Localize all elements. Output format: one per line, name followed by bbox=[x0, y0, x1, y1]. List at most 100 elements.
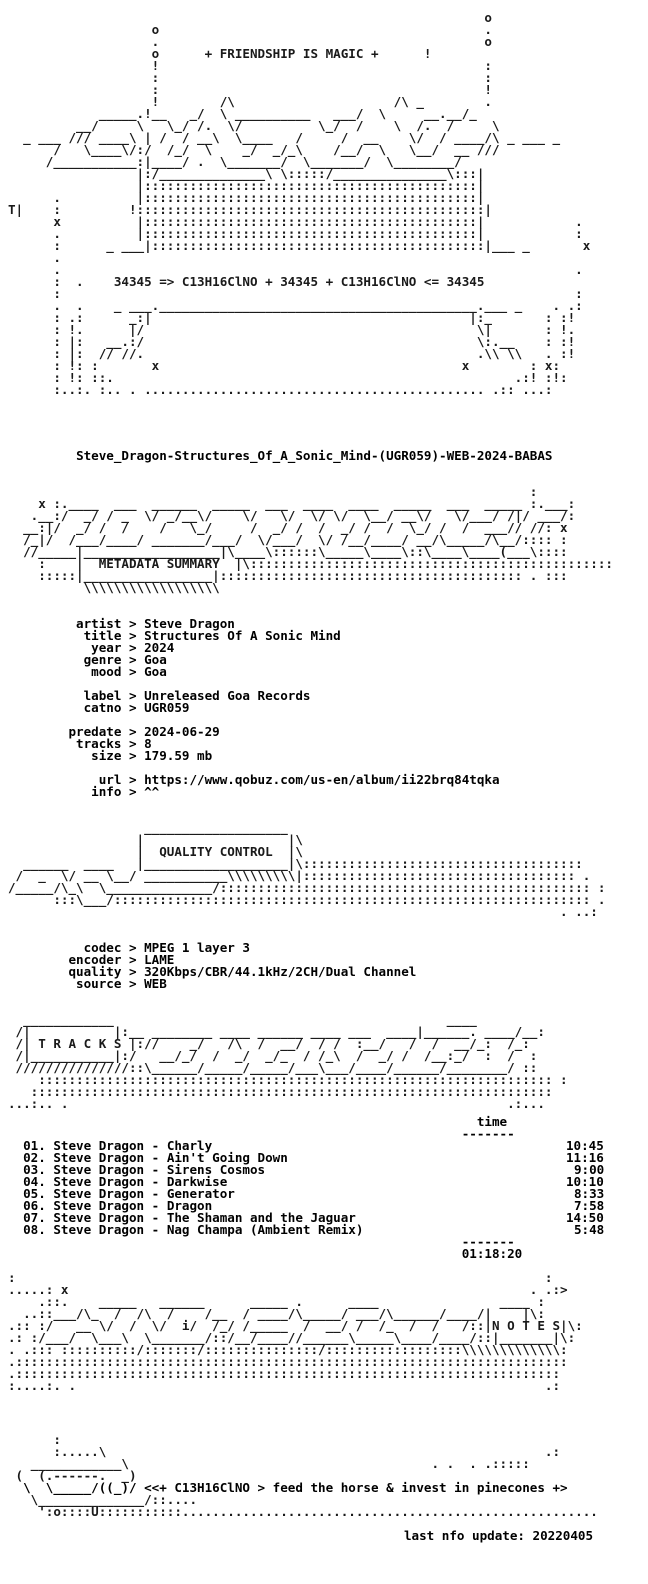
header-art: : !: ::. .:! :!: bbox=[8, 370, 568, 385]
quality-header-art: /_____/\_\ \______________/:::::::::::::… bbox=[8, 880, 606, 895]
footer-art: ____________\ . . . .::::: bbox=[8, 1456, 530, 1471]
notes-header-art: .:: :/ __ \/ / \/ i/ /_/ /_____ / __/ / … bbox=[8, 1318, 583, 1333]
track-time: 5:48 bbox=[574, 1222, 605, 1237]
header-art: __/ \ \_/ /. \/ \_/ / \ /. / \ bbox=[8, 118, 500, 133]
metadata-header-art: : bbox=[8, 484, 538, 499]
track-time: 8:33 bbox=[574, 1186, 605, 1201]
track-row: 02. Steve Dragon - Ain't Going Down bbox=[23, 1150, 288, 1165]
quality-header-art: | QUALITY CONTROL |\ bbox=[8, 844, 303, 859]
quality-encoder: encoder > LAME bbox=[8, 952, 175, 967]
tracks-header-art: /| T R A C K S |:// _/ /\ / __/ / / :__/… bbox=[8, 1036, 530, 1051]
notes-header-art: ..::___/\_ / /\ / /__ / ____/\_____/ ___… bbox=[8, 1306, 545, 1321]
footer-art: ( (.------. _) bbox=[8, 1468, 137, 1483]
tracks-title: T R A C K S bbox=[38, 1036, 122, 1051]
footer-art: : bbox=[8, 1432, 61, 1447]
header-art: ! /\ /\ _ . bbox=[8, 94, 492, 109]
metadata-catno: catno > UGR059 bbox=[8, 700, 190, 715]
metadata-header-art: __:|/ _/ / / / \_/ / _/ / / _/ / / \_/ /… bbox=[8, 520, 568, 535]
track-time: 7:58 bbox=[574, 1198, 605, 1213]
track-row: 04. Steve Dragon - Darkwise bbox=[23, 1174, 228, 1189]
header-art: : _ ___|::::::::::::::::::::::::::::::::… bbox=[8, 238, 591, 253]
header-art: . . bbox=[8, 262, 583, 277]
header-art: :..:. :.. . ............................… bbox=[8, 382, 553, 397]
notes-header-art: :....:. . .: bbox=[8, 1378, 561, 1393]
tracks-header-art: ///////////////::\______/_____/_____/___… bbox=[8, 1060, 538, 1075]
notes-header-art: .::. _____ ______ _____ . ____ ____ : bbox=[8, 1294, 545, 1309]
tracklist-separator: ------- bbox=[461, 1234, 515, 1249]
quality-control-title: QUALITY CONTROL bbox=[159, 844, 273, 859]
metadata-size: size > 179.59 mb bbox=[8, 748, 213, 763]
header-art: T| : !::::::::::::::::::::::::::::::::::… bbox=[8, 202, 492, 217]
metadata-tracks: tracks > 8 bbox=[8, 736, 152, 751]
track-time: 10:10 bbox=[566, 1174, 604, 1189]
banner-text: + FRIENDSHIP IS MAGIC + bbox=[204, 46, 379, 61]
metadata-header-art: :::::|_________________|::::::::::::::::… bbox=[8, 568, 568, 583]
metadata-year: year > 2024 bbox=[8, 640, 175, 655]
track-time: 14:50 bbox=[566, 1210, 604, 1225]
header-art: : .: _:| |:_ : :! bbox=[8, 310, 576, 325]
header-art: . . _ ___.______________________________… bbox=[8, 298, 583, 313]
metadata-header-art: : | METADATA SUMMARY |\:::::::::::::::::… bbox=[8, 556, 613, 571]
metadata-header-art: \\\\\\\\\\\\\\\\\\ bbox=[8, 580, 568, 595]
header-art: : |: // //. .\\ \\ . :! bbox=[8, 346, 576, 361]
track-time: 10:45 bbox=[566, 1138, 604, 1153]
metadata-info: info > ^^ bbox=[8, 784, 160, 799]
header-art: _____.!__ _/ \ __________ ___/ \ __.__/_ bbox=[8, 106, 477, 121]
tracks-header-art: ____________ ____ bbox=[8, 1012, 477, 1027]
header-art: . |:::::::::::::::::::::::::::::::::::::… bbox=[8, 190, 485, 205]
metadata-summary-title: METADATA SUMMARY bbox=[98, 556, 220, 571]
quality-header-art: | |\ bbox=[8, 832, 303, 847]
tracks-header-art: /|___________|:/ __/_/ / _/ _/_ / /_\ / … bbox=[8, 1048, 538, 1063]
track-row: 08. Steve Dragon - Nag Champa (Ambient R… bbox=[23, 1222, 364, 1237]
notes-header-art: .: :/___/ \___\ \_______/::/__/____//___… bbox=[8, 1330, 576, 1345]
metadata-label: label > Unreleased Goa Records bbox=[8, 688, 311, 703]
header-art: : !: : x x : x: bbox=[8, 358, 561, 373]
track-time: 9:00 bbox=[574, 1162, 605, 1177]
header-art: . o bbox=[8, 34, 492, 49]
header-art: : ! bbox=[8, 82, 492, 97]
header-art: |:::::::::::::::::::::::::::::::::::::::… bbox=[8, 178, 485, 193]
release-name: Steve_Dragon-Structures_Of_A_Sonic_Mind-… bbox=[76, 448, 553, 463]
notes-header-art: : : bbox=[8, 1270, 553, 1285]
track-row: 01. Steve Dragon - Charly bbox=[23, 1138, 213, 1153]
quality-quality: quality > 320Kbps/CBR/44.1kHz/2CH/Dual C… bbox=[8, 964, 417, 979]
header-art: o . bbox=[8, 22, 492, 37]
header-art: _ ___ /// ____\ | / / __\ \____ / / __ \… bbox=[8, 130, 561, 145]
header-art: : |: __.:/ \:.__ : :! bbox=[8, 334, 576, 349]
metadata-header-art: .__:/ _/ / _ \/ _/__\/ \/ \/ \/ \/ \__/ … bbox=[8, 508, 576, 523]
metadata-mood: mood > Goa bbox=[8, 664, 167, 679]
track-row: 05. Steve Dragon - Generator bbox=[23, 1186, 235, 1201]
track-row: 06. Steve Dragon - Dragon bbox=[23, 1198, 213, 1213]
formula-text: 34345 => C13H16ClNO + 34345 + C13H16ClNO… bbox=[113, 274, 485, 289]
metadata-header-art: /_|/ /___/____/ _______/___/ \/___/ \/ /… bbox=[8, 532, 568, 547]
header-art: : : bbox=[8, 286, 583, 301]
header-art: : : bbox=[8, 70, 492, 85]
notes-header-art: .....: x . .:> bbox=[8, 1282, 568, 1297]
footer-art: :.....\ .: bbox=[8, 1444, 561, 1459]
header-art: / \____\/:/ /_/ \ _/ _/_\ /__/ \ \__/ __… bbox=[8, 142, 500, 157]
header-art: . |:::::::::::::::::::::::::::::::::::::… bbox=[8, 226, 583, 241]
notes-header-art: . .::: ::::::::::/:::::::/::::::::::::::… bbox=[8, 1342, 568, 1357]
metadata-header-art: x :.____ ___ ______ _____ ___ ____ ____ … bbox=[8, 496, 576, 511]
header-art: ! : bbox=[8, 58, 492, 73]
header-art: /___________:|____/ . \_______/ \_______… bbox=[8, 154, 462, 169]
track-time: 11:16 bbox=[566, 1150, 604, 1165]
header-art: o + FRIENDSHIP IS MAGIC + ! bbox=[8, 46, 432, 61]
header-art: . bbox=[8, 250, 61, 265]
notes-header-art: .:::::::::::::::::::::::::::::::::::::::… bbox=[8, 1366, 561, 1381]
metadata-title: title > Structures Of A Sonic Mind bbox=[8, 628, 341, 643]
tracklist-separator: ------- bbox=[461, 1126, 515, 1141]
tracks-header-art: ...:.. . .:... bbox=[8, 1096, 545, 1111]
tracklist-total: 01:18:20 bbox=[461, 1246, 523, 1261]
quality-codec: codec > MPEG 1 layer 3 bbox=[8, 940, 250, 955]
notes-header-art: .:::::::::::::::::::::::::::::::::::::::… bbox=[8, 1354, 568, 1369]
header-art: : !. |/ \| : !. bbox=[8, 322, 576, 337]
quality-source: source > WEB bbox=[8, 976, 167, 991]
footer-art: \______________/::.... bbox=[8, 1492, 198, 1507]
tracks-header-art: /| |:__ ________ ____ ______ ____ ___ __… bbox=[8, 1024, 545, 1039]
tracks-header-art: ::::::::::::::::::::::::::::::::::::::::… bbox=[8, 1084, 561, 1099]
metadata-url: url > https://www.qobuz.com/us-en/album/… bbox=[8, 772, 500, 787]
header-art: : . 34345 => C13H16ClNO + 34345 + C13H16… bbox=[8, 274, 485, 289]
header-art: x |:::::::::::::::::::::::::::::::::::::… bbox=[8, 214, 583, 229]
